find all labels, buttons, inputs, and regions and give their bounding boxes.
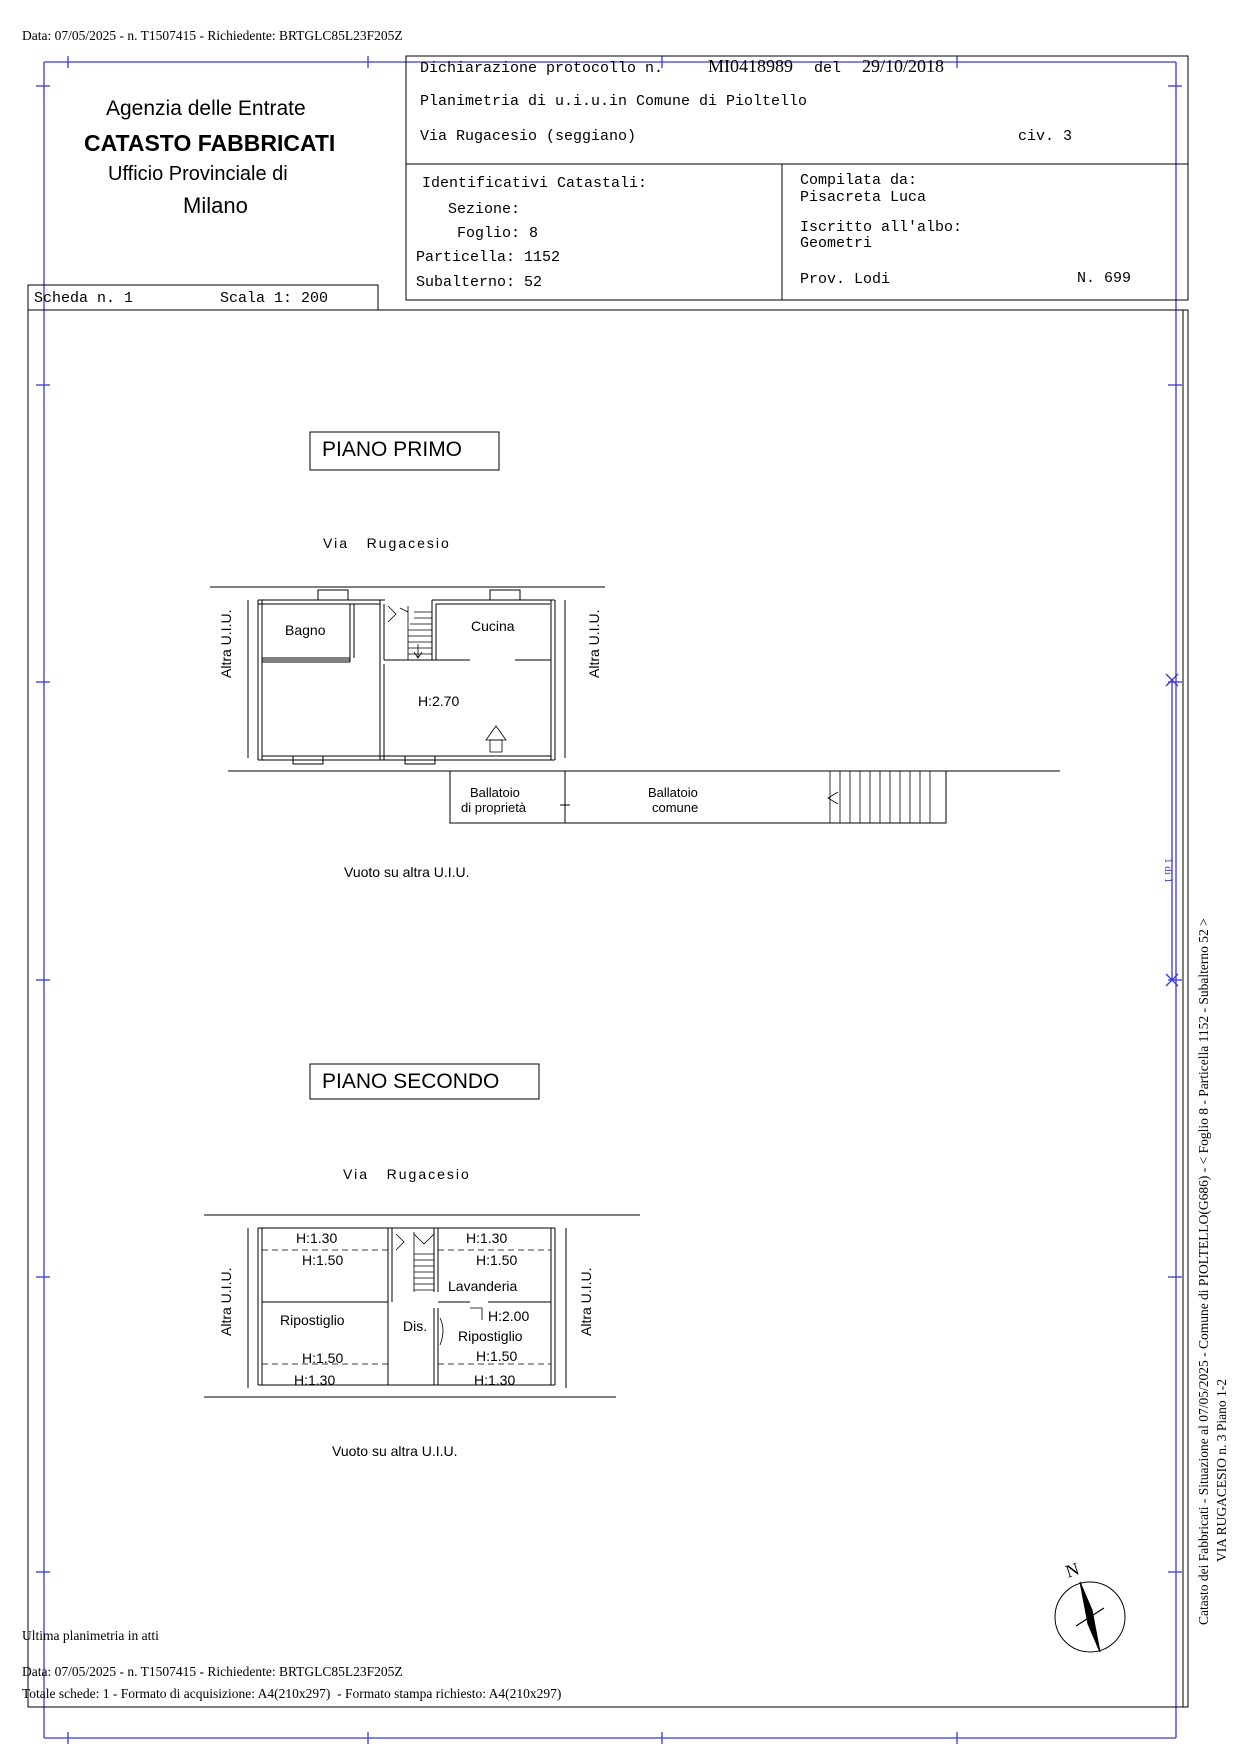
floor1-altra-right: Altra U.I.U.	[586, 609, 602, 678]
footer-last-planimetry: Ultima planimetria in atti	[22, 1628, 159, 1643]
compiler-number: N. 699	[1077, 270, 1132, 287]
protocol-number: MI0418989	[708, 56, 793, 76]
identifiers-title: Identificativi Catastali:	[422, 175, 648, 192]
floor2-altra-right: Altra U.I.U.	[578, 1267, 594, 1336]
floor1-street: Via Rugacesio	[323, 535, 451, 551]
planimetry-line: Planimetria di u.i.u.in Comune di Piolte…	[420, 93, 808, 110]
h-top-left-1: H:1.30	[296, 1230, 338, 1246]
identifier-subalterno: Subalterno: 52	[416, 274, 543, 291]
h-bottom-left-1: H:1.50	[302, 1350, 344, 1366]
agency-office: Ufficio Provinciale di	[108, 163, 288, 185]
header-boxes	[27, 55, 1189, 1708]
floor2-street: Via Rugacesio	[343, 1166, 471, 1182]
h-top-right-2: H:1.50	[476, 1252, 518, 1268]
register-label: Iscritto all'albo:	[800, 219, 963, 236]
side-cadastral-line2: VIA RUGACESIO n. 3 Piano 1-2	[1214, 1378, 1229, 1562]
footer-print-info: Data: 07/05/2025 - n. T1507415 - Richied…	[22, 1664, 403, 1679]
room-ripostiglio-right: Ripostiglio	[458, 1328, 523, 1344]
header-print-info: Data: 07/05/2025 - n. T1507415 - Richied…	[22, 28, 403, 43]
sheet-number: Scheda n. 1	[34, 290, 134, 307]
compiler-province: Prov. Lodi	[800, 271, 891, 288]
h-bottom-right-2: H:1.30	[474, 1372, 516, 1388]
north-compass	[1054, 1581, 1126, 1653]
blue-frame	[36, 56, 1182, 1744]
room-cucina: Cucina	[471, 618, 515, 634]
sheet-scale: Scala 1: 200	[220, 290, 329, 307]
protocol-date: 29/10/2018	[862, 56, 945, 76]
civic-number: civ. 3	[1018, 128, 1073, 145]
identifier-foglio: Foglio: 8	[457, 225, 539, 242]
compiler-name: Pisacreta Luca	[800, 189, 927, 206]
room-dis: Dis.	[403, 1318, 428, 1334]
room-bagno: Bagno	[285, 622, 326, 638]
identifier-particella: Particella: 1152	[416, 249, 561, 266]
agency-catasto: CATASTO FABBRICATI	[84, 130, 336, 156]
protocol-label: Dichiarazione protocollo n.	[420, 60, 664, 77]
agency-name: Agenzia delle Entrate	[106, 97, 306, 120]
floor2-vuoto: Vuoto su altra U.I.U.	[332, 1443, 458, 1459]
address-line: Via Rugacesio (seggiano)	[420, 128, 637, 145]
floor2-altra-left: Altra U.I.U.	[218, 1267, 234, 1336]
room-ripostiglio-left: Ripostiglio	[280, 1312, 345, 1328]
compiler-label: Compilata da:	[800, 172, 918, 189]
room-lavanderia: Lavanderia	[448, 1278, 518, 1294]
floor2-title: PIANO SECONDO	[322, 1070, 500, 1093]
ballatoio-comune-line2: comune	[652, 800, 699, 815]
ballatoio-prop-line2: di proprietà	[461, 800, 527, 815]
register-value: Geometri	[800, 235, 873, 252]
floor1-plan	[210, 431, 1060, 824]
ballatoio-comune-line1: Ballatoio	[648, 785, 698, 800]
protocol-date-label: del	[814, 60, 842, 77]
floor1-altra-left: Altra U.I.U.	[218, 609, 234, 678]
agency-city: Milano	[183, 193, 248, 218]
h-top-left-2: H:1.50	[302, 1252, 344, 1268]
floor1-height: H:2.70	[418, 693, 460, 709]
side-page-stamp: 1 di 1	[1162, 858, 1174, 884]
h-middle: H:2.00	[488, 1308, 530, 1324]
side-cadastral-line1: Catasto dei Fabbricati - Situazione al 0…	[1196, 918, 1211, 1625]
h-top-right-1: H:1.30	[466, 1230, 508, 1246]
floor2-plan	[204, 1063, 640, 1398]
floor1-vuoto: Vuoto su altra U.I.U.	[344, 864, 470, 880]
ballatoio-prop-line1: Ballatoio	[470, 785, 520, 800]
identifier-sezione: Sezione:	[448, 201, 521, 218]
floor1-title: PIANO PRIMO	[322, 438, 463, 461]
footer-totals: Totale schede: 1 - Formato di acquisizio…	[22, 1686, 562, 1701]
h-bottom-right-1: H:1.50	[476, 1348, 518, 1364]
h-bottom-left-2: H:1.30	[294, 1372, 336, 1388]
